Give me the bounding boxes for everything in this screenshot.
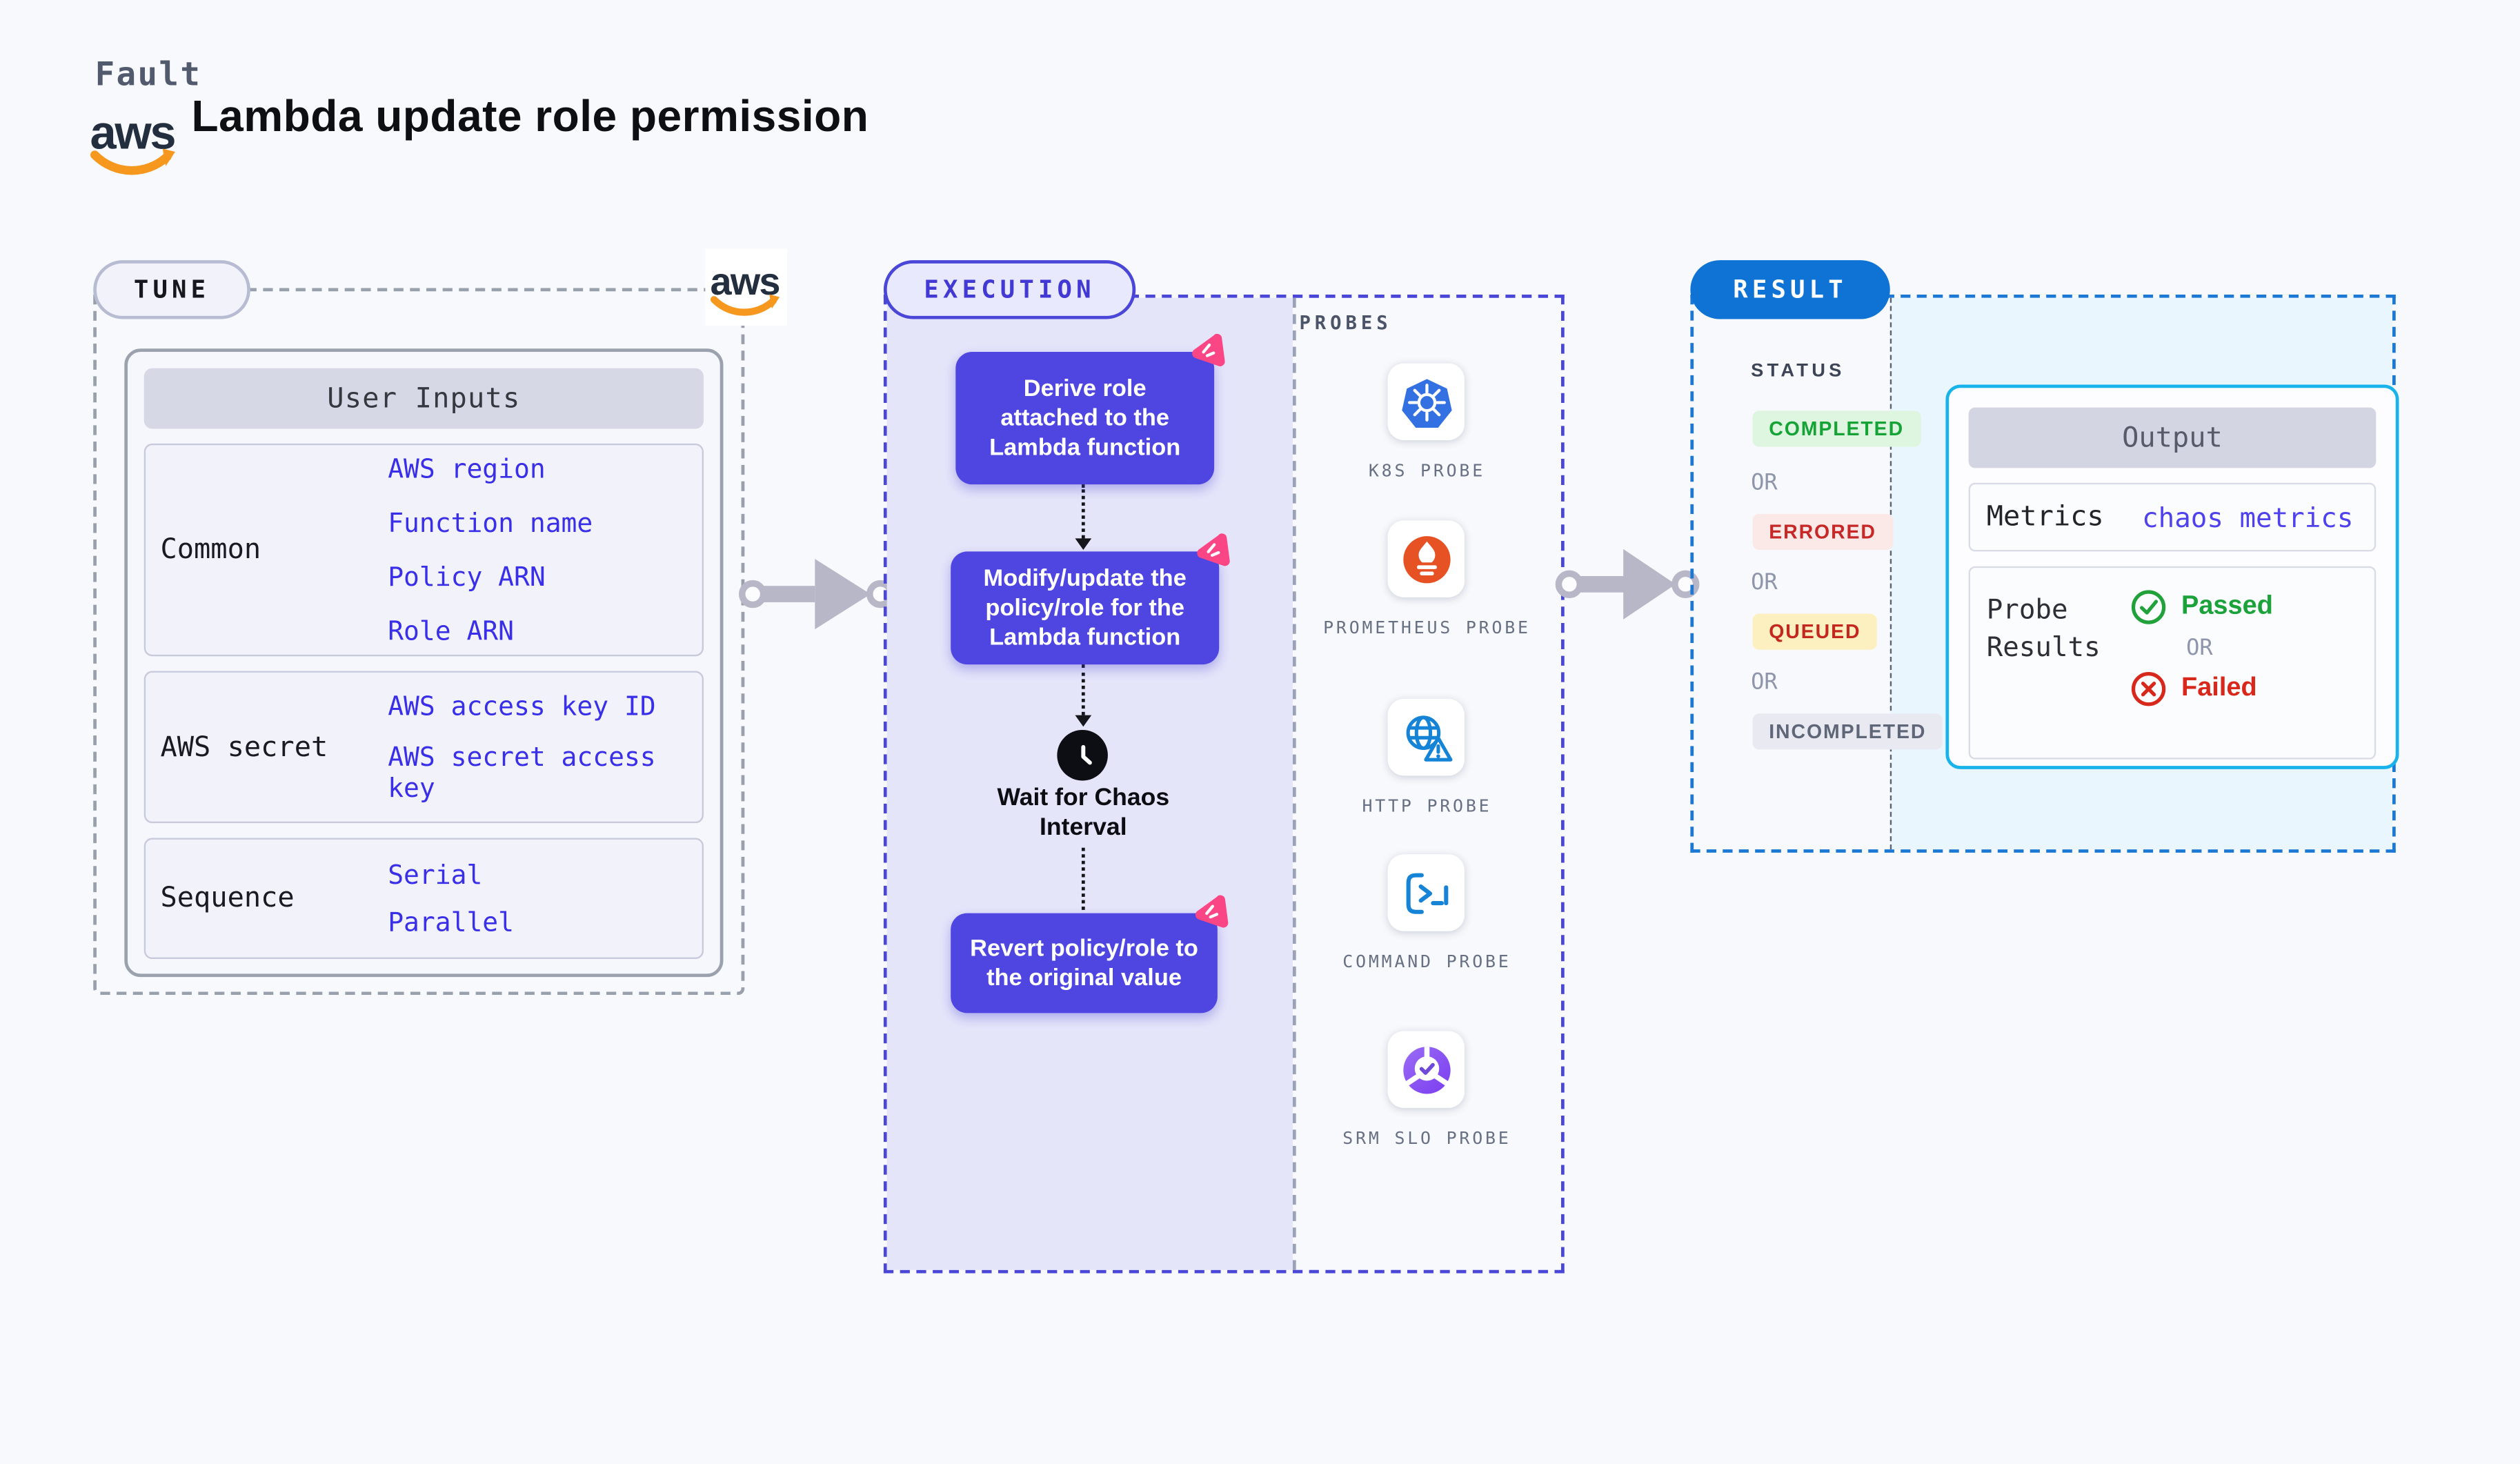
user-inputs-row-sequence: Sequence Serial Parallel	[143, 838, 704, 960]
status-heading: STATUS	[1751, 362, 1845, 382]
probe-results-row: Probe Results Passed OR Failed	[1968, 566, 2377, 760]
output-title: Output	[1968, 407, 2377, 468]
flow-connector	[1081, 664, 1085, 715]
status-badge-incompleted: INCOMPLETED	[1752, 713, 1943, 750]
arrow-down-icon	[1075, 538, 1092, 551]
probe-results-label: Probe Results	[1986, 594, 2101, 663]
x-circle-icon	[2131, 671, 2166, 706]
tune-to-execution-arrow	[739, 559, 895, 630]
input-value[interactable]: Serial	[388, 859, 483, 891]
step-label: Modify/update the policy/role for the La…	[983, 565, 1187, 651]
tune-badge[interactable]: TUNE	[93, 260, 250, 319]
user-inputs-row-common: Common AWS region Function name Policy A…	[143, 443, 704, 657]
input-value[interactable]: Policy ARN	[388, 561, 546, 593]
aws-corner-logo: aws	[705, 248, 787, 326]
metrics-value[interactable]: chaos metrics	[2142, 502, 2354, 533]
probes-divider	[1292, 297, 1296, 1270]
page-title: Lambda update role permission	[191, 91, 869, 141]
aws-icon: aws	[710, 259, 780, 315]
prometheus-icon	[1402, 535, 1450, 583]
failed-label: Failed	[2181, 674, 2257, 702]
chaos-fault-icon	[1195, 895, 1229, 928]
chaos-fault-icon	[1197, 533, 1230, 566]
probe-http[interactable]	[1387, 698, 1465, 776]
flow-connector	[1081, 847, 1085, 910]
input-value[interactable]: AWS access key ID	[388, 691, 656, 722]
user-inputs-title: User Inputs	[143, 368, 704, 429]
or-separator: OR	[1751, 469, 1778, 496]
probe-k8s[interactable]	[1387, 363, 1465, 441]
output-card: Output Metrics chaos metrics Probe Resul…	[1945, 384, 2399, 769]
passed-line: Passed	[2130, 588, 2273, 627]
probe-label: K8S PROBE	[1368, 461, 1486, 482]
terminal-icon	[1405, 872, 1448, 913]
execution-to-result-arrow	[1555, 548, 1700, 620]
input-value[interactable]: Parallel	[388, 907, 514, 938]
probe-command[interactable]	[1387, 854, 1465, 931]
kubernetes-icon	[1401, 378, 1451, 427]
result-divider	[1889, 297, 1892, 850]
input-value[interactable]: AWS secret access key	[388, 741, 656, 804]
status-badge-errored: ERRORED	[1752, 513, 1893, 551]
wait-interval-label: Wait for Chaos Interval	[997, 784, 1170, 842]
metrics-label: Metrics	[1986, 500, 2104, 534]
check-circle-icon	[2131, 590, 2166, 624]
or-separator: OR	[1751, 669, 1778, 696]
aws-logo-text: aws	[90, 106, 175, 159]
aws-smile-icon	[90, 150, 172, 175]
row-label: Sequence	[160, 882, 295, 916]
globe-warning-icon	[1405, 715, 1452, 761]
status-badge-completed: COMPLETED	[1752, 410, 1921, 447]
row-label: Common	[160, 533, 261, 566]
passed-label: Passed	[2181, 592, 2273, 621]
input-value[interactable]: AWS region	[388, 453, 546, 485]
step-label: Derive role attached to the Lambda funct…	[989, 375, 1181, 461]
clock-icon	[1057, 729, 1108, 781]
probe-srm-slo[interactable]	[1387, 1031, 1465, 1108]
aws-smile-arrow-icon	[162, 148, 175, 166]
probe-prometheus[interactable]	[1387, 520, 1465, 597]
tune-section-border	[93, 288, 745, 996]
flow-connector	[1081, 484, 1085, 539]
arrow-down-icon	[1075, 715, 1092, 727]
status-badge-queued: QUEUED	[1752, 613, 1878, 650]
probe-label: SRM SLO PROBE	[1342, 1129, 1511, 1149]
probe-label: HTTP PROBE	[1362, 797, 1492, 817]
step-revert-policy[interactable]: Revert policy/role to the original value	[951, 895, 1229, 1013]
execution-badge[interactable]: EXECUTION	[883, 260, 1136, 319]
step-label: Revert policy/role to the original value	[970, 935, 1198, 991]
user-inputs-card: User Inputs Common AWS region Function n…	[124, 348, 724, 978]
row-label: AWS secret	[160, 731, 328, 764]
aws-logo: aws	[90, 106, 177, 175]
step-modify-policy[interactable]: Modify/update the policy/role for the La…	[951, 533, 1230, 665]
result-badge[interactable]: RESULT	[1690, 260, 1890, 319]
input-value[interactable]: Function name	[388, 507, 593, 539]
metrics-row: Metrics chaos metrics	[1968, 482, 2377, 552]
or-separator: OR	[1751, 569, 1778, 596]
input-value[interactable]: Role ARN	[388, 615, 514, 646]
probe-label: COMMAND PROBE	[1342, 952, 1511, 973]
slo-pie-check-icon	[1402, 1046, 1450, 1094]
probes-heading: PROBES	[1299, 310, 1392, 334]
or-separator: OR	[2186, 635, 2213, 662]
fault-eyebrow: Fault	[95, 54, 202, 94]
user-inputs-row-aws-secret: AWS secret AWS access key ID AWS secret …	[143, 671, 704, 824]
svg-text:aws: aws	[710, 259, 779, 302]
failed-line: Failed	[2130, 669, 2272, 709]
step-derive-role[interactable]: Derive role attached to the Lambda funct…	[955, 333, 1225, 485]
chaos-fault-icon	[1192, 333, 1225, 366]
probe-label: PROMETHEUS PROBE	[1323, 618, 1531, 639]
